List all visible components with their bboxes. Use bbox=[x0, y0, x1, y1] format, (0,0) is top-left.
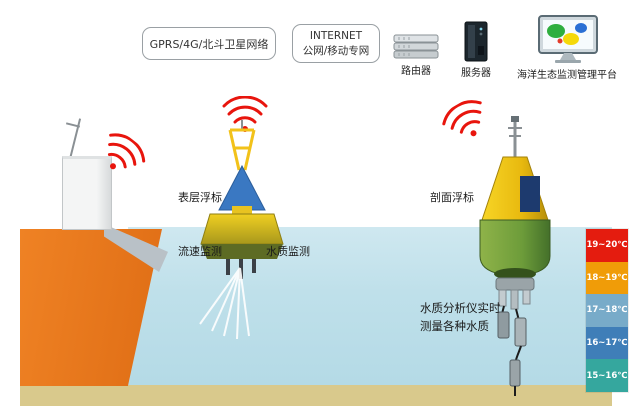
surface-buoy-label: 表层浮标 bbox=[178, 191, 222, 204]
temp-segment: 15~16℃ bbox=[586, 359, 628, 392]
profile-buoy bbox=[479, 116, 551, 396]
router-icon bbox=[393, 34, 439, 59]
analyzer-note-line1: 水质分析仪实时 bbox=[420, 301, 501, 315]
platform-monitor-icon bbox=[538, 15, 598, 63]
temp-segment: 19~20℃ bbox=[586, 229, 628, 262]
wifi-signal-icon bbox=[107, 133, 146, 170]
analyzer-note-line2: 测量各种水质 bbox=[420, 318, 489, 333]
platform-label: 海洋生态监测管理平台 bbox=[517, 70, 617, 81]
internet-network-box: INTERNET 公网/移动专网 bbox=[292, 24, 380, 63]
temp-segment: 17~18℃ bbox=[586, 294, 628, 327]
temp-segment: 16~17℃ bbox=[586, 326, 628, 360]
wifi-signal-icon bbox=[442, 100, 482, 137]
server-label: 服务器 bbox=[461, 68, 491, 79]
server-icon bbox=[464, 21, 488, 62]
gprs-network-box: GPRS/4G/北斗卫星网络 bbox=[142, 27, 276, 60]
internet-label-line2: 公网/移动专网 bbox=[302, 44, 370, 57]
internet-label-line1: INTERNET bbox=[309, 30, 363, 43]
flow-monitoring-label: 流速监测 bbox=[178, 245, 222, 258]
temp-segment: 18~19℃ bbox=[586, 261, 628, 295]
gprs-network-label: GPRS/4G/北斗卫星网络 bbox=[149, 37, 269, 51]
shore-station-building bbox=[62, 156, 112, 230]
water-quality-monitoring-label: 水质监测 bbox=[266, 245, 310, 258]
router-label: 路由器 bbox=[401, 66, 431, 77]
surface-buoy bbox=[199, 120, 284, 340]
analyzer-note: 水质分析仪实时 测量各种水质 bbox=[420, 300, 501, 336]
temperature-color-scale: 19~20℃ 18~19℃ 17~18℃ 16~17℃ 15~16℃ bbox=[586, 229, 628, 392]
profile-buoy-label: 剖面浮标 bbox=[430, 191, 474, 204]
seabed-sand bbox=[20, 385, 612, 406]
